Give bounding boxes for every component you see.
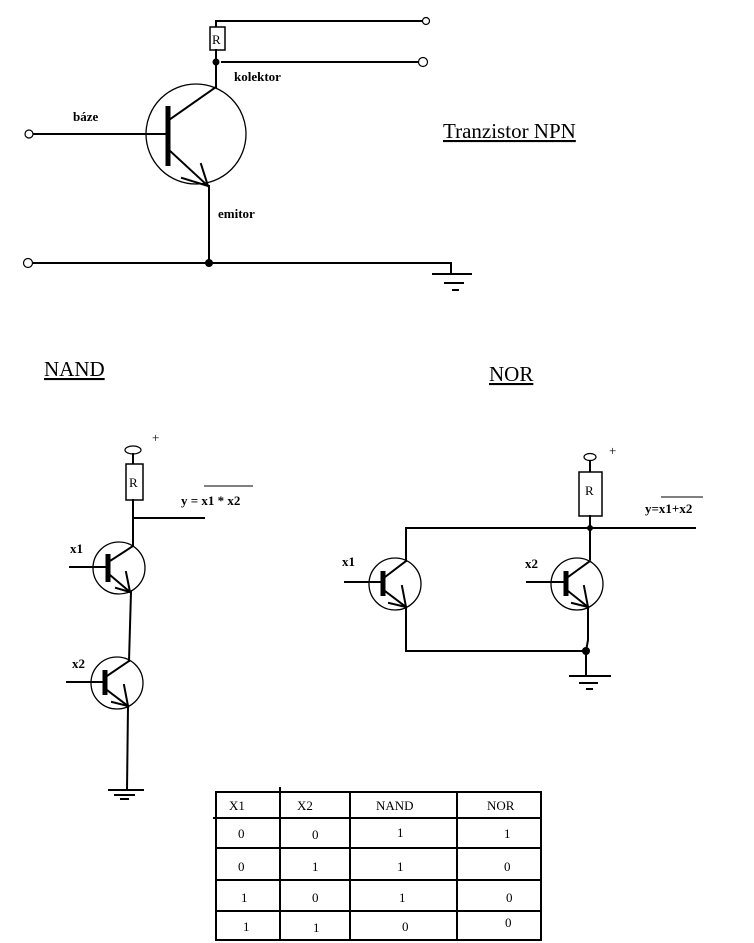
series-wire (127, 590, 133, 663)
transistor-x2-body (550, 557, 604, 611)
junction-dot (587, 525, 593, 531)
junction-dot (582, 647, 590, 655)
emitter-label: emitor (218, 206, 255, 221)
transistor-x1-body (368, 557, 422, 611)
table-row: 0 1 1 0 (238, 859, 511, 874)
cell: 1 (243, 919, 250, 934)
resistor (209, 26, 226, 51)
collector-label: kolektor (234, 69, 281, 84)
output-label: y = x1 * x2 (181, 493, 240, 508)
npn-title: Tranzistor NPN (443, 119, 576, 143)
supply-plus-label: + (152, 430, 159, 445)
collector-lead (105, 659, 131, 678)
cell: 1 (312, 859, 319, 874)
resistor-label: R (212, 32, 221, 47)
collector-lead (566, 559, 592, 579)
header-nand: NAND (376, 798, 414, 813)
header-nor: NOR (487, 798, 515, 813)
cell: 0 (238, 859, 245, 874)
junction-dot (205, 259, 213, 267)
ground-icon (569, 654, 611, 690)
emitter-lead (105, 688, 130, 708)
cell: 0 (312, 827, 319, 842)
supply-plus-label: + (609, 443, 616, 458)
cell: 0 (312, 890, 319, 905)
header-x2: X2 (297, 798, 313, 813)
nor-circuit: NOR + R y=x1+x2 x1 x2 (342, 362, 703, 690)
cell: 1 (397, 859, 404, 874)
table-row: 1 1 0 0 (243, 915, 512, 935)
input-x2-label: x2 (525, 556, 538, 571)
input-x1-label: x1 (70, 541, 83, 556)
nand-circuit: NAND + R y = x1 * x2 x1 x2 (44, 357, 253, 800)
header-x1: X1 (229, 798, 245, 813)
cell: 0 (504, 859, 511, 874)
table-row: 0 0 1 1 (238, 825, 511, 842)
collector-lead (167, 85, 218, 122)
cell: 0 (238, 826, 245, 841)
cell: 1 (241, 890, 248, 905)
cell: 1 (399, 890, 406, 905)
terminal-base (24, 129, 34, 139)
emitter-lead (108, 573, 132, 594)
npn-circuit: R kolektor báze emitor Tranzistor NPN (22, 16, 576, 291)
cell: 1 (397, 825, 404, 840)
supply-terminal (583, 452, 597, 462)
resistor-label: R (585, 483, 594, 498)
ground-icon (108, 789, 144, 800)
emitter-lead (167, 148, 210, 188)
cell: 0 (402, 919, 409, 934)
input-x2-label: x2 (72, 656, 85, 671)
nand-title: NAND (44, 357, 105, 381)
resistor (125, 463, 144, 501)
terminal-ground-left (22, 257, 34, 269)
emitter-wire-x2 (584, 606, 589, 653)
emitter-lead (383, 589, 408, 609)
terminal-output (417, 56, 429, 68)
cell: 1 (313, 920, 320, 935)
supply-terminal (124, 445, 142, 455)
output-label: y=x1+x2 (645, 501, 692, 516)
ground-wire (125, 704, 130, 792)
base-label: báze (73, 109, 99, 124)
collector-lead (383, 559, 408, 579)
junction-dot (212, 58, 220, 66)
cell: 0 (506, 890, 513, 905)
nor-title: NOR (489, 362, 533, 386)
table-border (215, 791, 542, 941)
emitter-lead (566, 589, 590, 609)
input-x1-label: x1 (342, 554, 355, 569)
cell: 0 (505, 915, 512, 930)
table-header-row: X1 X2 NAND NOR (229, 798, 515, 813)
terminal-top-right (421, 16, 431, 26)
truth-table: X1 X2 NAND NOR 0 0 1 1 0 1 1 0 1 0 1 0 1… (213, 787, 542, 941)
ground-icon (432, 262, 472, 291)
cell: 1 (504, 826, 511, 841)
collector-lead (108, 544, 135, 563)
table-row: 1 0 1 0 (241, 890, 513, 905)
resistor-label: R (129, 475, 138, 490)
